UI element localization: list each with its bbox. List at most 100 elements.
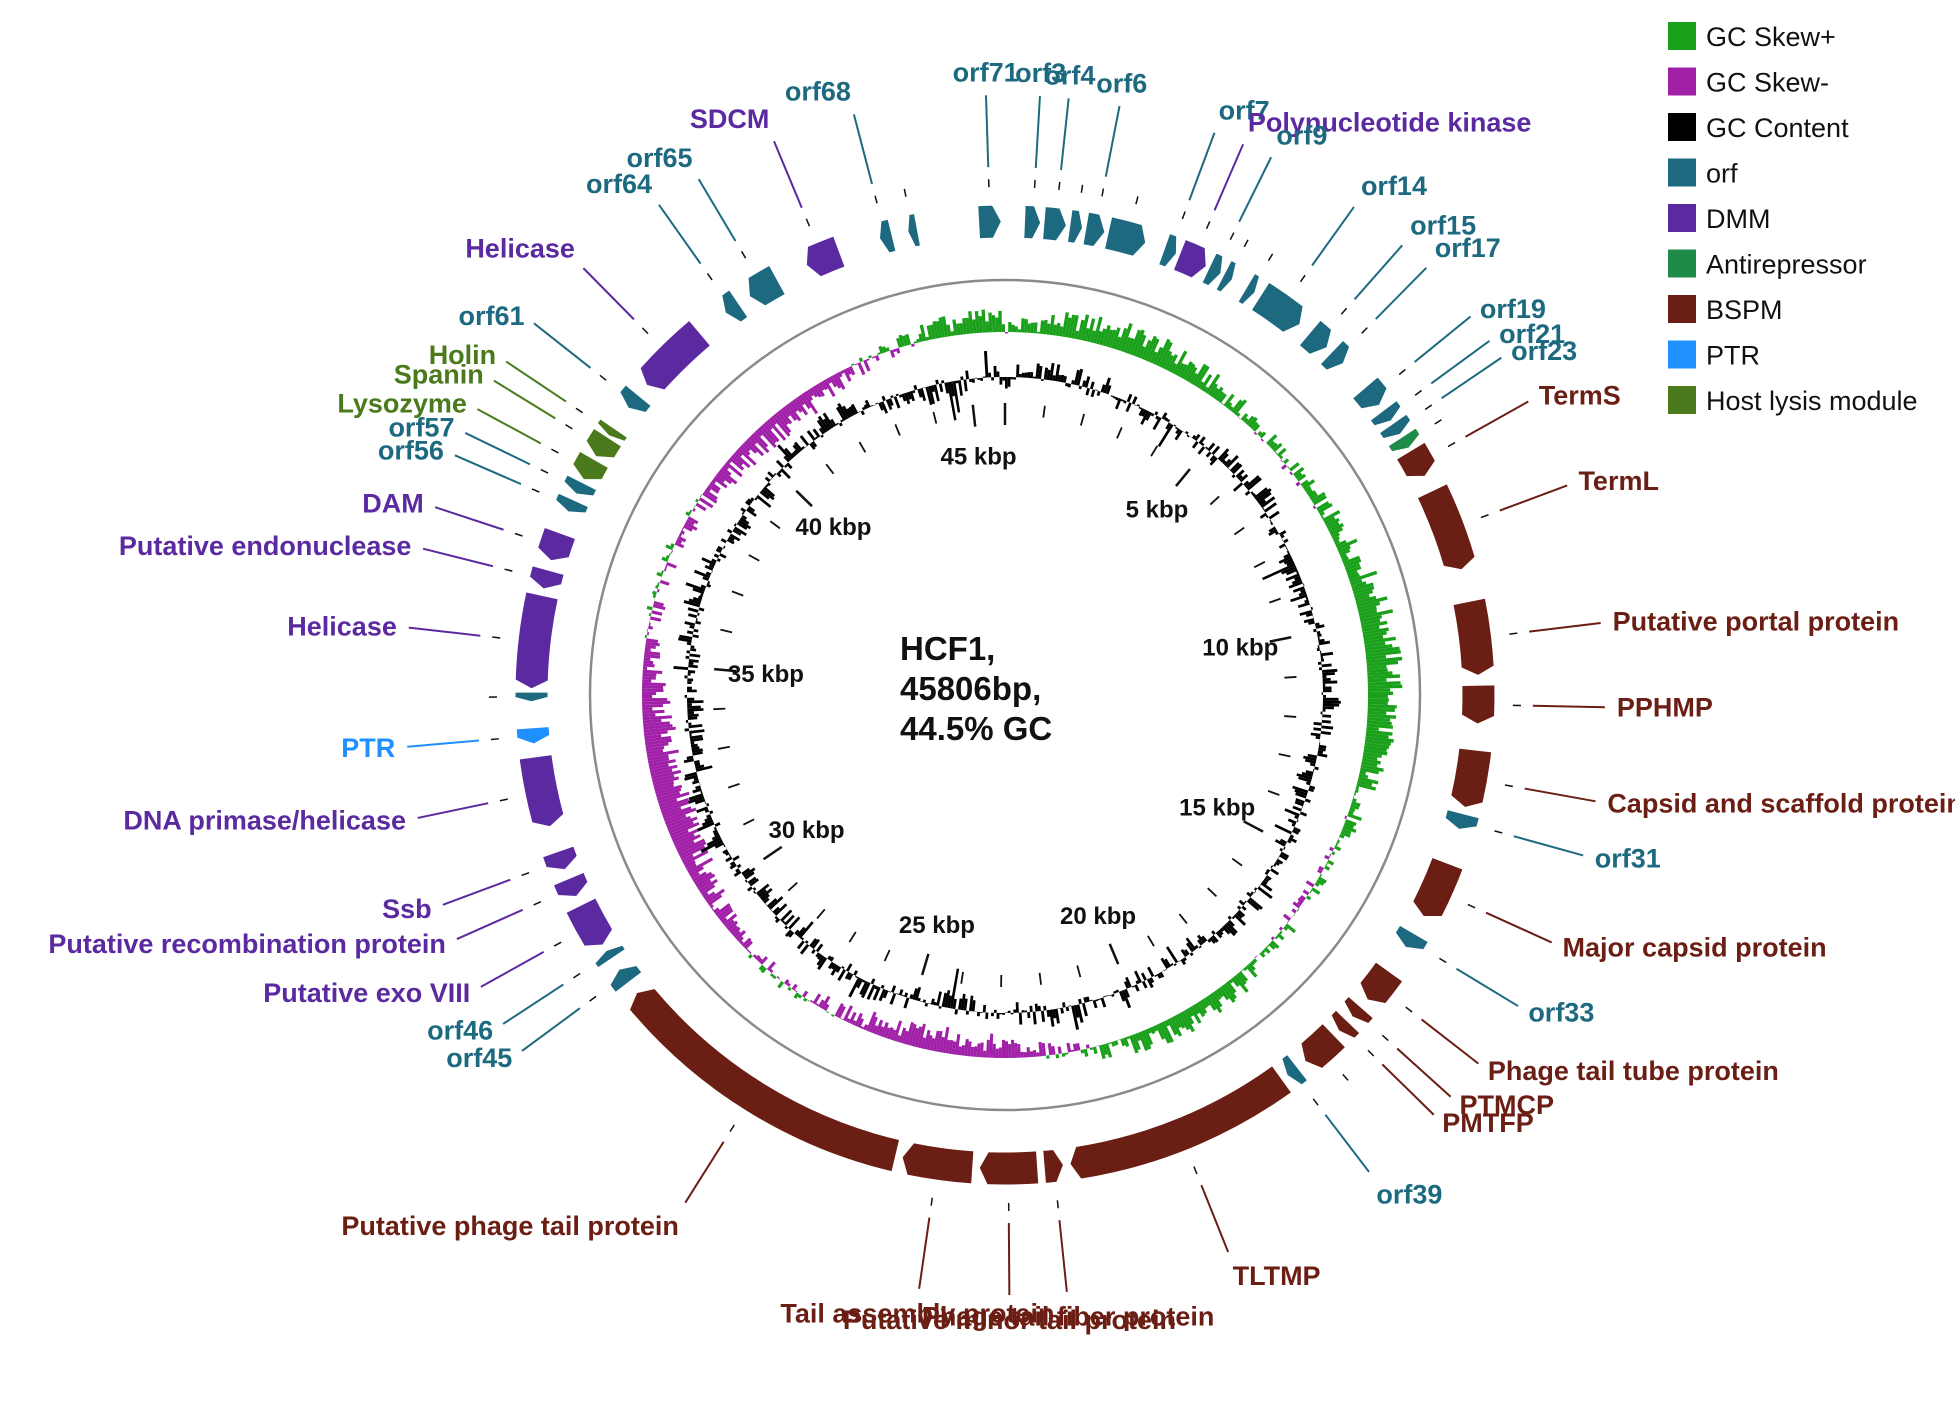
gc-skew-minus-segment [698,878,718,893]
leader-orf6 [1104,105,1121,177]
gene-ptmcp[interactable] [1343,995,1375,1025]
gc-content-segment [815,943,824,953]
gene-orf69[interactable] [907,212,922,248]
gc-content-segment [1310,606,1314,611]
gene-pmtp[interactable] [978,1150,1040,1186]
gc-skew-plus-segment [1225,981,1237,994]
gc-skew-minus-segment [786,982,791,987]
gene-orf71[interactable] [977,204,1002,240]
gc-skew-plus-segment [1074,330,1080,340]
gene-dam[interactable] [537,526,577,562]
gene-orf15[interactable] [1298,319,1333,355]
leader-recomb [456,908,524,941]
gc-skew-plus-segment [1183,1009,1195,1025]
gene-endo[interactable] [528,565,565,590]
gene-orf19[interactable] [1351,376,1388,410]
gc-skew-minus-segment [674,541,685,549]
gc-skew-plus-segment [1367,713,1397,719]
gene-orf45[interactable] [609,964,643,994]
gc-content-segment [687,713,699,718]
gc-content-segment [1274,861,1280,866]
gc-content-segment [689,734,703,740]
gene-ptr[interactable] [515,726,551,745]
gene-sdcm[interactable] [805,235,846,278]
gc-skew-plus-segment [1225,402,1233,409]
gene-pphmp[interactable] [1461,684,1496,725]
gc-skew-plus-segment [1345,819,1357,827]
gene-orf10[interactable] [1215,259,1237,293]
gene-primase[interactable] [518,754,565,828]
gene-orf64[interactable] [721,289,749,323]
gene-ptp[interactable] [628,988,901,1173]
gc-skew-minus-segment [929,1037,936,1051]
gene-pmtfp2[interactable] [1300,1022,1347,1069]
gene-tap[interactable] [901,1142,975,1185]
gc-content-segment [917,997,921,1002]
gc-content-segment [1217,929,1224,936]
gene-lysozyme[interactable] [572,450,610,481]
gc-content-segment [1062,1002,1066,1008]
gene-orf_pre_hel[interactable] [514,691,549,703]
gc-content-segment [1259,512,1268,519]
label-tltmp: TLTMP [1233,1261,1321,1291]
gc-skew-plus-segment [1200,999,1208,1009]
gc-skew-plus-segment [1363,748,1388,756]
gc-skew-plus-segment [1164,1019,1170,1027]
gene-capscaf[interactable] [1450,747,1493,809]
gene-orf68[interactable] [878,218,897,254]
gc-skew-plus-segment [1055,322,1061,336]
gene-spanin[interactable] [585,427,623,459]
gene-helicase1[interactable] [514,591,559,690]
gene-pnk[interactable] [1172,238,1207,279]
gene-recomb[interactable] [552,871,589,898]
gc-content-segment [1016,364,1020,378]
gene-orf5[interactable] [1066,209,1084,244]
gene-orf11[interactable] [1237,272,1261,306]
gene-orf23[interactable] [1378,413,1412,440]
gene-orf39[interactable] [1281,1053,1309,1086]
gene-helicase2[interactable] [639,319,712,391]
gc-skew-plus-segment [1367,698,1389,702]
gc-skew-plus-segment [1257,953,1260,957]
gene-orf9[interactable] [1201,252,1224,287]
gene-tltmp[interactable] [1069,1065,1293,1180]
gc-skew-plus-segment [1328,523,1344,534]
gc-content-segment [1178,960,1181,963]
gc-content-segment [726,538,735,545]
label-helicase: Helicase [465,234,575,264]
gene-ptt[interactable] [1359,961,1404,1005]
gene-ssb[interactable] [541,845,578,871]
gene-orf6b[interactable] [1103,216,1147,257]
gene-orf14[interactable] [1250,281,1304,333]
gene-terms[interactable] [1395,441,1436,478]
gc-content-segment [1002,377,1005,381]
gc-skew-plus-segment [1348,573,1360,580]
gene-orf57[interactable] [563,474,598,497]
gc-skew-minus-segment [642,719,662,724]
gene-orf65[interactable] [747,264,786,307]
gc-skew-minus-segment [938,1036,945,1053]
gene-portal[interactable] [1452,597,1495,676]
gene-orf17[interactable] [1319,339,1351,371]
gene-orf61[interactable] [619,384,652,414]
gene-orf46[interactable] [594,944,627,969]
gene-terml[interactable] [1416,482,1476,571]
gene-orf6[interactable] [1082,211,1106,248]
gene-orf33[interactable] [1394,924,1429,951]
gc-content-segment [1322,671,1335,676]
gene-exo8[interactable] [565,897,614,947]
gene-orf7[interactable] [1158,232,1178,268]
gene-orf4[interactable] [1042,206,1068,242]
gene-holin[interactable] [596,418,629,443]
gene-pmtfp[interactable] [1330,1009,1361,1039]
gene-orf31[interactable] [1444,809,1480,830]
gene-ptfp[interactable] [1042,1148,1065,1184]
gene-anti[interactable] [1387,427,1421,453]
gene-orf3[interactable] [1023,204,1042,240]
gene-orf21[interactable] [1369,399,1402,427]
gene-orf56[interactable] [554,492,590,514]
gc-skew-plus-segment [797,994,803,999]
gc-content-segment [1175,428,1181,435]
gc-content-segment [687,697,695,701]
gene-mcp[interactable] [1412,856,1464,917]
